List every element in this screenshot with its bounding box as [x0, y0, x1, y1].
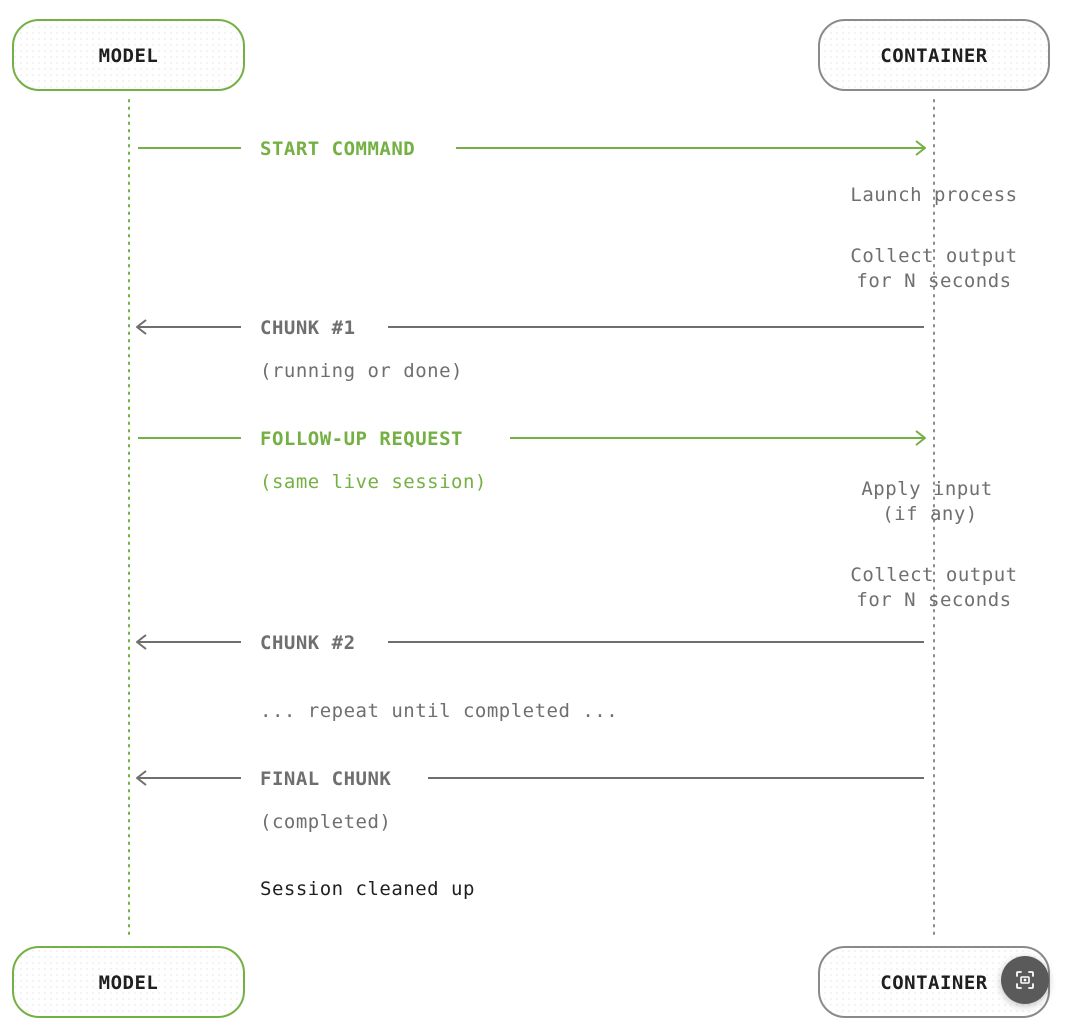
model-node-bottom: MODEL: [12, 946, 245, 1018]
apply-input-line2: (if any): [882, 503, 978, 525]
collect-output-2-line1: Collect output: [850, 564, 1017, 586]
chunk-2-label: CHUNK #2: [260, 632, 356, 654]
message-follow-up: FOLLOW-UP REQUEST: [138, 428, 926, 450]
follow-up-note: (same live session): [260, 471, 487, 493]
container-node-bottom-label: CONTAINER: [880, 972, 988, 994]
final-chunk-label: FINAL CHUNK: [260, 768, 391, 790]
arrow-left-icon: [136, 770, 147, 786]
message-start-command: START COMMAND: [138, 138, 926, 160]
screenshot-capture-icon: [1016, 971, 1034, 989]
final-chunk-note: (completed): [260, 811, 391, 833]
model-node-bottom-label: MODEL: [99, 972, 159, 994]
launch-process-note: Launch process: [850, 184, 1017, 206]
session-cleanup-note: Session cleaned up: [260, 878, 475, 900]
screenshot-button[interactable]: [1001, 956, 1049, 1004]
model-node-top-label: MODEL: [99, 45, 159, 67]
chunk-1-note: (running or done): [260, 360, 463, 382]
arrow-right-icon: [915, 430, 926, 446]
container-node-top-label: CONTAINER: [880, 45, 988, 67]
apply-input-line1: Apply input: [861, 478, 992, 500]
chunk-1-label: CHUNK #1: [260, 317, 356, 339]
container-node-bottom: CONTAINER: [818, 946, 1050, 1018]
arrow-right-icon: [915, 140, 926, 156]
collect-output-1-line1: Collect output: [850, 245, 1017, 267]
model-node-top: MODEL: [12, 19, 245, 91]
arrow-left-icon: [136, 319, 147, 335]
collect-output-2-line2: for N seconds: [856, 589, 1011, 611]
message-chunk-2: CHUNK #2: [136, 632, 924, 654]
start-command-label: START COMMAND: [260, 138, 415, 160]
repeat-note: ... repeat until completed ...: [260, 700, 618, 722]
arrow-left-icon: [136, 634, 147, 650]
container-node-top: CONTAINER: [818, 19, 1050, 91]
follow-up-label: FOLLOW-UP REQUEST: [260, 428, 463, 450]
collect-output-1-line2: for N seconds: [856, 270, 1011, 292]
message-chunk-1: CHUNK #1: [136, 317, 924, 339]
message-final-chunk: FINAL CHUNK: [136, 768, 924, 790]
